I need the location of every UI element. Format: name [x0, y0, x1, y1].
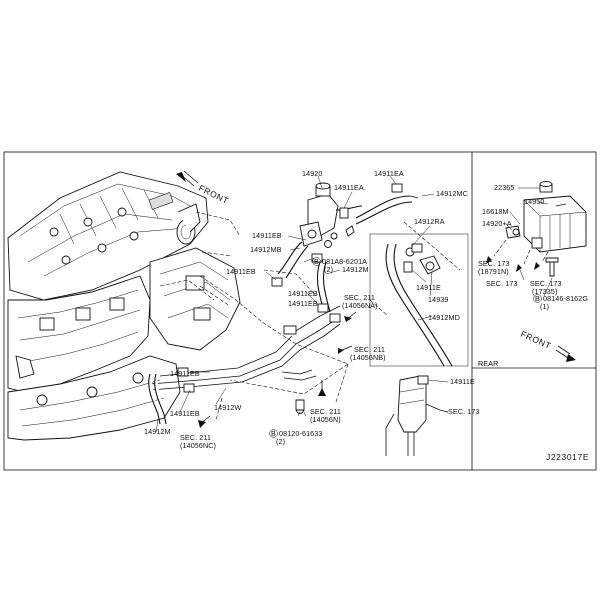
- fuel-filter-assembly: [385, 375, 449, 456]
- label-14911E-b: 14911E: [450, 377, 475, 386]
- label-14912M-lower: 14912M: [144, 427, 171, 436]
- diagram-code: J223017E: [546, 452, 589, 462]
- label-14912MD: 14912MD: [428, 313, 460, 322]
- label-14939: 14939: [428, 295, 449, 304]
- label-08120: 08120-61633: [279, 429, 322, 438]
- label-sec173-main: SEC. 173: [448, 407, 480, 416]
- label-14950: 14950: [524, 197, 545, 206]
- label-14911EB-a: 14911EB: [252, 231, 282, 240]
- hose-14912M-upper: [311, 253, 331, 313]
- label-14911EA-top: 14911EA: [374, 169, 404, 178]
- diagram-border: [3, 151, 597, 471]
- label-sec173-17335: SEC. 173: [530, 279, 562, 288]
- label-08120-qty: (2): [276, 437, 285, 446]
- label-14911EB-c: 14911EB: [288, 289, 318, 298]
- label-14911EB-b: 14911EB: [226, 267, 256, 276]
- label-14911EB-f: 14911EB: [170, 409, 200, 418]
- label-22365: 22365: [494, 183, 515, 192]
- label-sec211-n: SEC. 211: [310, 407, 341, 416]
- label-sec211-nc: SEC. 211: [180, 433, 211, 442]
- label-14911E-a: 14911E: [416, 283, 441, 292]
- label-rear: REAR: [478, 359, 498, 368]
- hose-14912M-lower: [148, 367, 195, 425]
- label-bolt-08120-mark: B: [271, 429, 276, 438]
- label-sec211-nb: SEC. 211: [354, 345, 385, 354]
- label-sec211-na: SEC. 211: [344, 293, 375, 302]
- label-sec211-nc-ref: (14056NC): [180, 441, 216, 450]
- reference-arrows: [198, 311, 357, 428]
- label-sec211-nb-ref: (14056NB): [350, 353, 386, 362]
- label-16618M: 16618M: [482, 207, 509, 216]
- label-sec173-17335-ref: (17335): [532, 287, 557, 296]
- purge-valve-assembly: [271, 182, 419, 287]
- part-labels: 14920 14911EA 14911EA 14912MC 14911EB 14…: [144, 169, 588, 450]
- label-sec173-inset: SEC. 173: [486, 279, 518, 288]
- label-14920: 14920: [302, 169, 323, 178]
- leader-lines: [155, 175, 449, 433]
- label-sec173-18791N: SEC. 173: [478, 259, 510, 268]
- label-bolt-08146-mark: B: [535, 294, 540, 303]
- label-14912W: 14912W: [214, 403, 241, 412]
- label-sec173-18791N-ref: (18791N): [478, 267, 509, 276]
- label-sec211-n-ref: (14056N): [310, 415, 341, 424]
- label-14911EB-e: 14911EB: [170, 369, 200, 378]
- label-14912RA: 14912RA: [414, 217, 445, 226]
- label-14912M-upper: 14912M: [342, 265, 369, 274]
- label-sec211-na-ref: (14056NA): [342, 301, 378, 310]
- front-label-inset: FRONT: [519, 329, 553, 351]
- canister-assembly: [486, 181, 587, 297]
- label-14912MC: 14912MC: [436, 189, 468, 198]
- group-14912RA: [369, 233, 469, 367]
- label-14920A: 14920+A: [482, 219, 512, 228]
- label-14911EA-mid: 14911EA: [334, 183, 364, 192]
- label-bolt-081A8: B: [314, 257, 319, 266]
- label-081A8-qty: (2): [324, 265, 333, 274]
- front-arrow-inset: FRONT: [519, 329, 576, 362]
- label-081A8: 081A8-6201A: [322, 257, 367, 266]
- label-08146: 08146-8162G: [543, 294, 588, 303]
- engine-assembly: [7, 171, 241, 441]
- label-14912MB: 14912MB: [250, 245, 282, 254]
- label-08146-qty: (1): [540, 302, 549, 311]
- dashed-groups: [159, 211, 461, 421]
- label-14911EB-d: 14911EB: [288, 299, 318, 308]
